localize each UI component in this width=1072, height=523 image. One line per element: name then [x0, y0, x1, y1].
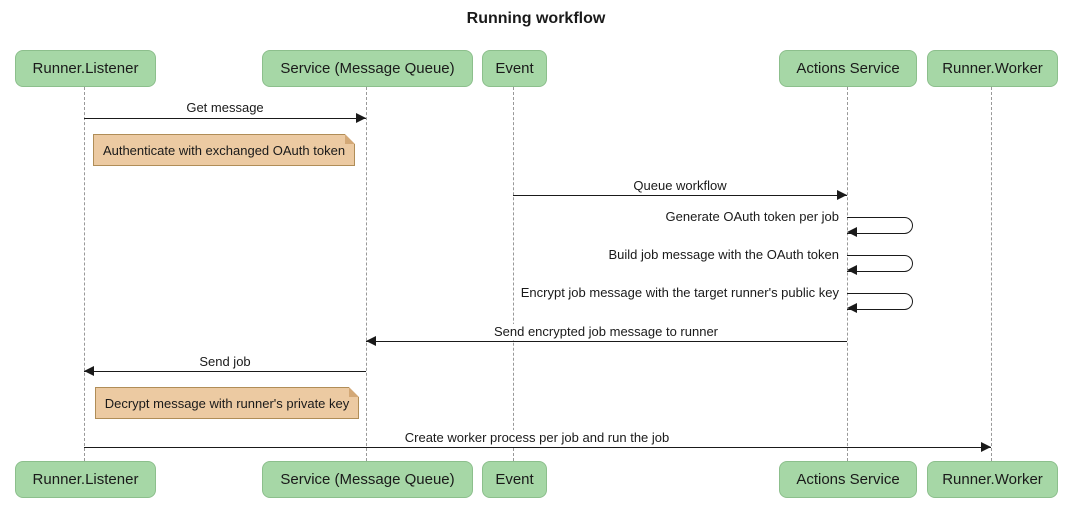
- message-label-get-message: Get message: [184, 100, 266, 116]
- message-label-generate-oauth: Generate OAuth token per job: [663, 209, 841, 225]
- self-message-loop: [847, 255, 913, 272]
- message-label-create-worker: Create worker process per job and run th…: [402, 430, 672, 446]
- arrowhead-left-icon: [366, 336, 376, 346]
- arrowhead-left-icon: [847, 303, 857, 313]
- self-message-loop: [847, 293, 913, 310]
- arrowhead-right-icon: [356, 113, 366, 123]
- participant-actions-service-top: Actions Service: [779, 50, 917, 87]
- message-label-send-job: Send job: [197, 354, 253, 370]
- message-label-queue-workflow: Queue workflow: [631, 178, 729, 194]
- message-line: [366, 341, 847, 342]
- note-text: Decrypt message with runner's private ke…: [104, 395, 350, 411]
- participant-runner-listener-top: Runner.Listener: [15, 50, 156, 87]
- note-fold-icon: [349, 387, 359, 397]
- self-message-loop: [847, 217, 913, 234]
- note-decrypt: Decrypt message with runner's private ke…: [95, 387, 359, 419]
- arrowhead-right-icon: [837, 190, 847, 200]
- participant-runner-worker-bottom: Runner.Worker: [927, 461, 1058, 498]
- lifeline-runner-worker: [991, 87, 992, 461]
- message-line: [84, 118, 366, 119]
- arrowhead-right-icon: [981, 442, 991, 452]
- participant-runner-worker-top: Runner.Worker: [927, 50, 1058, 87]
- message-label-encrypt-job-message: Encrypt job message with the target runn…: [518, 285, 841, 301]
- arrowhead-left-icon: [847, 265, 857, 275]
- participant-event-bottom: Event: [482, 461, 547, 498]
- note-fold-icon: [345, 134, 355, 144]
- diagram-title: Running workflow: [466, 10, 606, 27]
- note-authenticate: Authenticate with exchanged OAuth token: [93, 134, 355, 166]
- message-line: [84, 447, 991, 448]
- message-line: [513, 195, 847, 196]
- lifeline-service-message-queue: [366, 87, 367, 461]
- message-label-send-encrypted: Send encrypted job message to runner: [491, 324, 721, 340]
- message-line: [84, 371, 366, 372]
- participant-runner-listener-bottom: Runner.Listener: [15, 461, 156, 498]
- participant-event-top: Event: [482, 50, 547, 87]
- arrowhead-left-icon: [84, 366, 94, 376]
- participant-service-message-queue-top: Service (Message Queue): [262, 50, 473, 87]
- lifeline-event: [513, 87, 514, 461]
- participant-actions-service-bottom: Actions Service: [779, 461, 917, 498]
- message-label-build-job-message: Build job message with the OAuth token: [606, 247, 841, 263]
- note-text: Authenticate with exchanged OAuth token: [102, 142, 346, 158]
- arrowhead-left-icon: [847, 227, 857, 237]
- participant-service-message-queue-bottom: Service (Message Queue): [262, 461, 473, 498]
- lifeline-runner-listener: [84, 87, 85, 461]
